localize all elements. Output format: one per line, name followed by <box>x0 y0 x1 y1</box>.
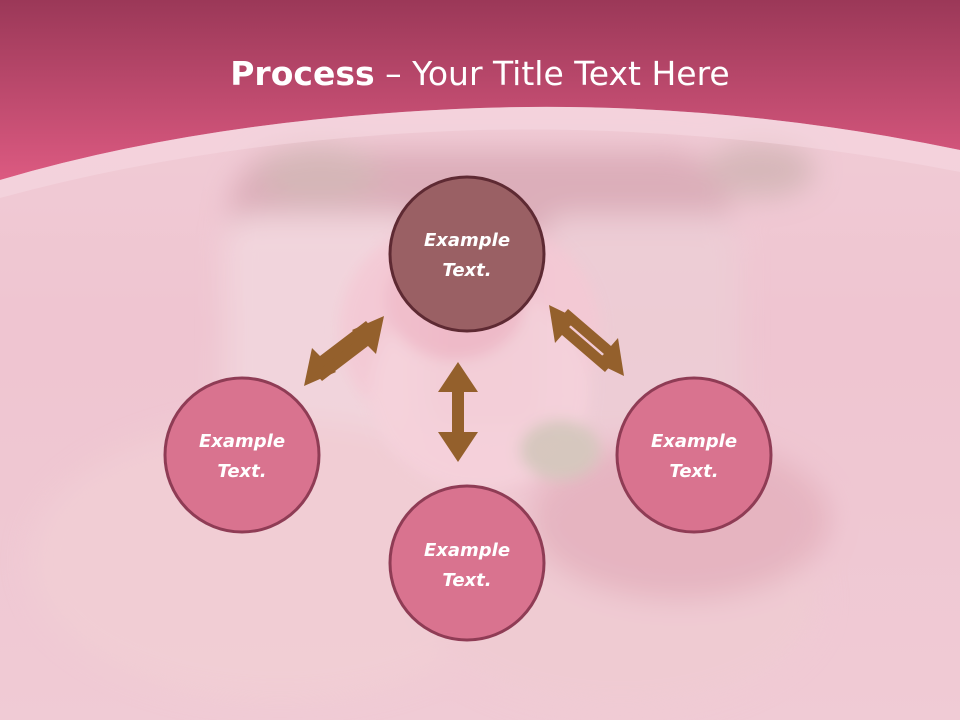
node-top[interactable]: Example Text. <box>388 175 546 333</box>
node-top-line2: Text. <box>442 260 491 281</box>
node-bottom[interactable]: Example Text. <box>388 484 546 642</box>
node-left-line1: Example <box>199 431 285 452</box>
node-bottom-line1: Example <box>424 540 510 561</box>
title-rest: – Your Title Text Here <box>374 54 730 93</box>
arrow-top-to-right <box>549 305 624 376</box>
node-bottom-line2: Text. <box>442 570 491 591</box>
slide-title: Process – Your Title Text Here <box>0 52 960 96</box>
node-right-line2: Text. <box>669 461 718 482</box>
node-top-line1: Example <box>424 230 510 251</box>
title-bold: Process <box>230 54 375 93</box>
arrow-center-vertical <box>438 362 478 462</box>
header-band <box>0 0 960 198</box>
node-right-line1: Example <box>651 431 737 452</box>
node-left-line2: Text. <box>217 461 266 482</box>
node-right[interactable]: Example Text. <box>615 376 773 534</box>
node-left[interactable]: Example Text. <box>163 376 321 534</box>
arrow-top-to-left <box>304 316 384 386</box>
